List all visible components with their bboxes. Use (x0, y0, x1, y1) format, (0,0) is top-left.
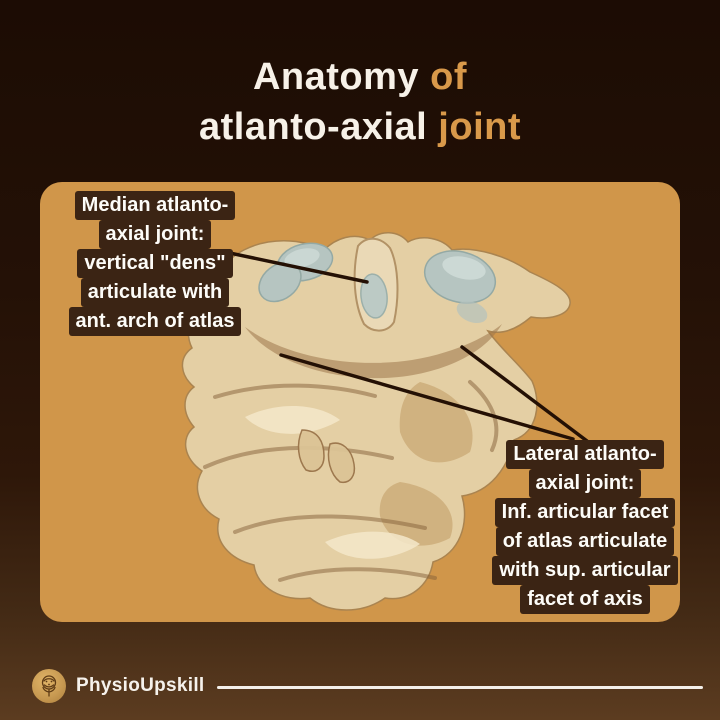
callout-line: articulate with (80, 278, 230, 307)
brand-logo (32, 669, 66, 703)
brand-name: PhysioUpskill (76, 675, 205, 696)
lateral-joint-callout: Lateral atlanto- axial joint: Inf. artic… (478, 440, 692, 614)
page-title: Anatomy of atlanto-axial joint (0, 52, 720, 152)
callout-line: Lateral atlanto- (506, 440, 664, 469)
title-word-atlanto-axial: atlanto-axial (199, 106, 428, 148)
callout-line: Inf. articular facet (494, 498, 676, 527)
bone-midtone-right (399, 382, 473, 463)
median-joint-callout: Median atlanto- axial joint: vertical "d… (48, 191, 262, 336)
dens-articular-facet (360, 273, 388, 319)
footer-divider-line (217, 686, 703, 689)
callout-line: axial joint: (528, 469, 642, 498)
lateral-pointer-line-2 (279, 353, 575, 441)
title-line-2: atlanto-axial joint (0, 102, 720, 152)
callout-line: axial joint: (98, 220, 212, 249)
right-superior-facet (423, 250, 497, 324)
callout-line: ant. arch of atlas (68, 307, 242, 336)
callout-line: with sup. articular (492, 556, 678, 585)
bone-midtone-lower (379, 482, 453, 546)
title-line-1: Anatomy of (0, 52, 720, 102)
callout-line: vertical "dens" (77, 249, 233, 278)
title-word-of: of (430, 56, 467, 98)
lateral-pointer-line-1 (460, 345, 589, 443)
title-word-joint: joint (438, 106, 521, 148)
title-word-anatomy: Anatomy (252, 56, 420, 98)
callout-line: of atlas articulate (495, 527, 675, 556)
callout-line: facet of axis (520, 585, 650, 614)
pointer-lines (223, 250, 589, 443)
illustration-panel: Median atlanto- axial joint: vertical "d… (40, 182, 680, 622)
spinous-processes (297, 429, 356, 484)
cervical-vertebrae-illustration (181, 232, 589, 611)
tree-brain-icon (41, 675, 57, 697)
median-pointer-line (223, 250, 369, 284)
bone-highlights (245, 405, 420, 559)
callout-line: Median atlanto- (74, 191, 236, 220)
footer: PhysioUpskill (0, 664, 720, 710)
